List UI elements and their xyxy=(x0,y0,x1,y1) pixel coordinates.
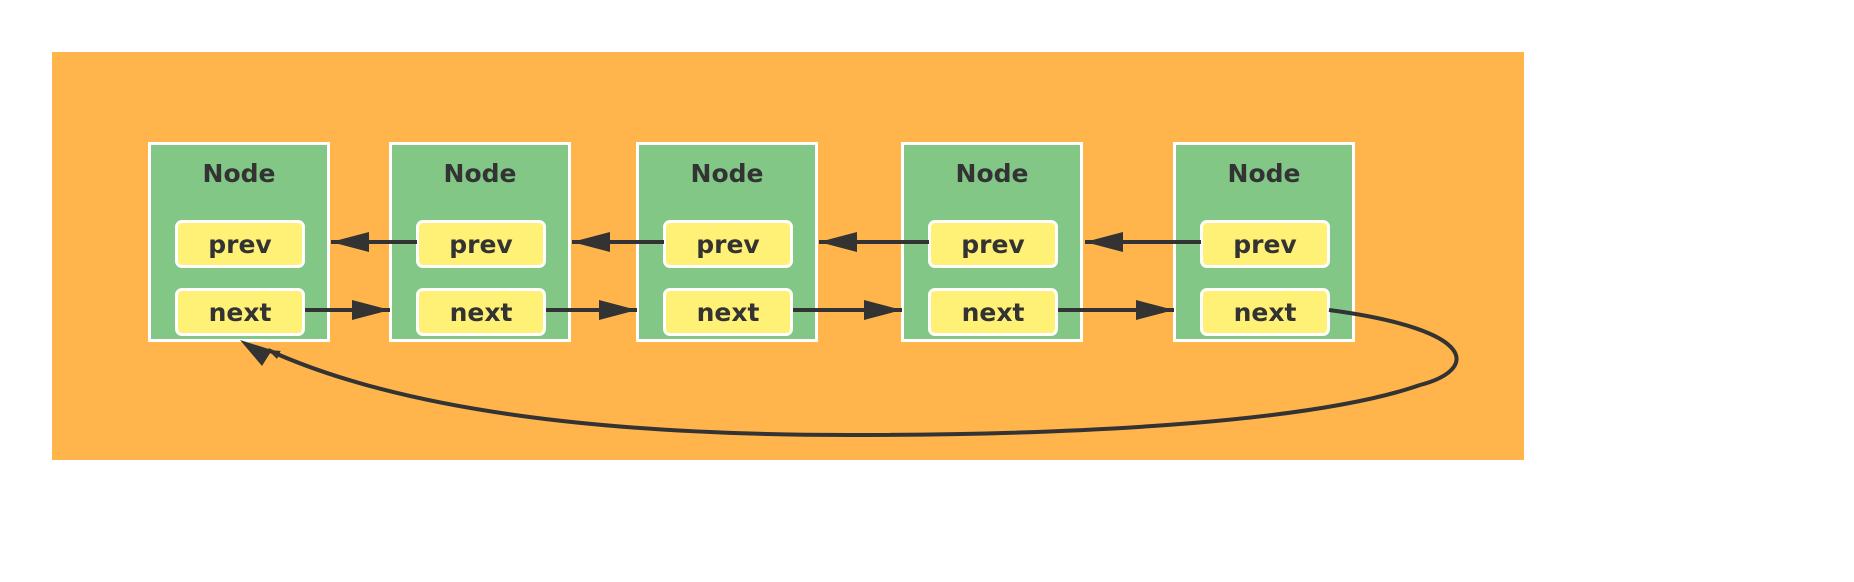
prev-field: prev xyxy=(1200,220,1330,268)
next-field: next xyxy=(416,288,546,336)
node-title: Node xyxy=(1227,159,1301,188)
next-arrow-5-1 xyxy=(267,308,1459,438)
next-field: next xyxy=(1200,288,1330,336)
node-4: Node prev next xyxy=(901,142,1083,342)
node-5: Node prev next xyxy=(1173,142,1355,342)
node-title: Node xyxy=(443,159,517,188)
prev-field: prev xyxy=(416,220,546,268)
prev-field: prev xyxy=(663,220,793,268)
arrowhead-into-node-1 xyxy=(240,340,272,366)
next-field: next xyxy=(928,288,1058,336)
next-field: next xyxy=(663,288,793,336)
node-title: Node xyxy=(202,159,276,188)
node-2: Node prev next xyxy=(389,142,571,342)
node-title: Node xyxy=(690,159,764,188)
prev-field: prev xyxy=(928,220,1058,268)
prev-field: prev xyxy=(175,220,305,268)
node-title: Node xyxy=(955,159,1029,188)
next-field: next xyxy=(175,288,305,336)
node-1: Node prev next xyxy=(148,142,330,342)
node-3: Node prev next xyxy=(636,142,818,342)
